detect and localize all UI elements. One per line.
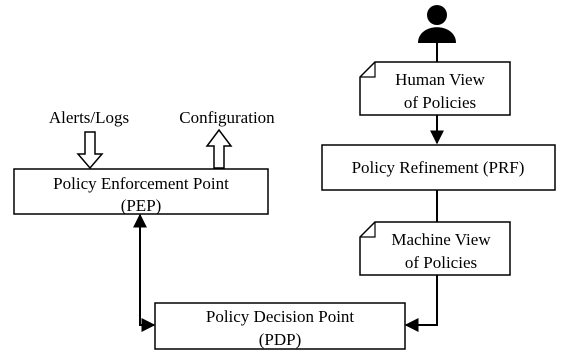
alerts-logs-down-arrow-icon (76, 131, 104, 170)
pdp-label-line1: Policy Decision Point (206, 307, 355, 326)
human-view-label-line1: Human View (395, 70, 486, 89)
alerts-logs-label: Alerts/Logs (49, 108, 129, 127)
machine-view-document: Machine View of Policies (359, 221, 511, 276)
configuration-up-arrow-icon (205, 128, 233, 169)
pdp-label-line2: (PDP) (259, 330, 302, 349)
pdp-box: Policy Decision Point (PDP) (154, 302, 406, 350)
prf-label: Policy Refinement (PRF) (352, 158, 525, 177)
arrow-machine-view-to-pdp (404, 275, 438, 332)
pep-label-line1: Policy Enforcement Point (53, 174, 229, 193)
prf-box: Policy Refinement (PRF) (321, 144, 556, 191)
human-view-document: Human View of Policies (359, 61, 511, 116)
machine-view-label-line1: Machine View (391, 230, 491, 249)
human-view-label-line2: of Policies (404, 93, 476, 112)
user-silhouette-icon (418, 5, 456, 43)
machine-view-label-line2: of Policies (405, 253, 477, 272)
pep-box: Policy Enforcement Point (PEP) (13, 168, 269, 215)
configuration-label: Configuration (179, 108, 275, 127)
pep-label-line2: (PEP) (121, 196, 162, 215)
arrow-pep-pdp-bidirectional (133, 213, 156, 332)
